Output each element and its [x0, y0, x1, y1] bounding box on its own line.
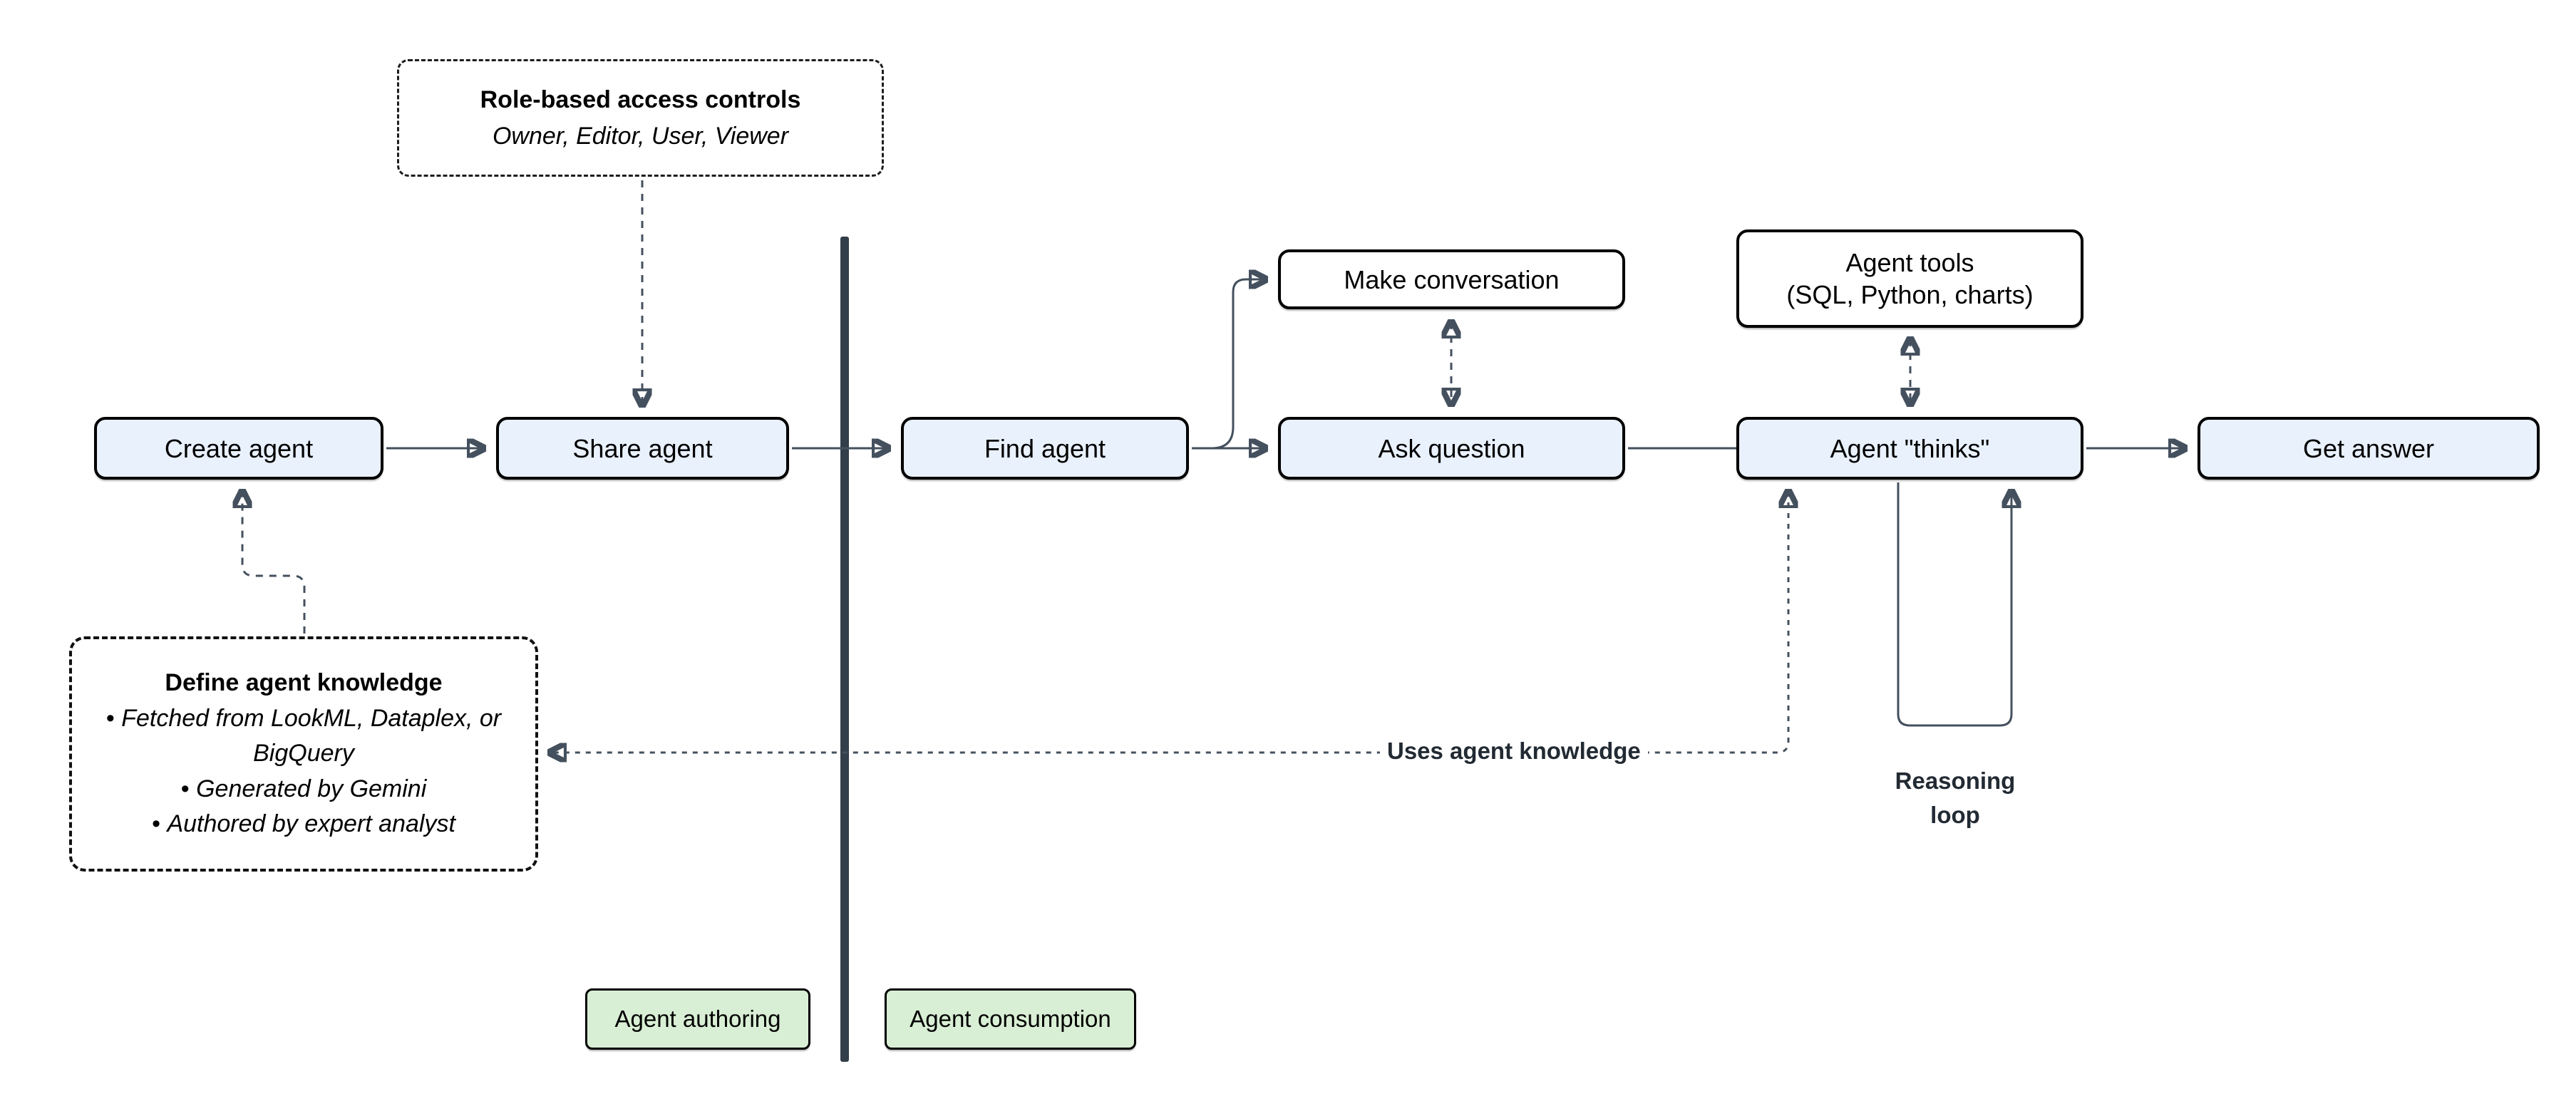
node-agent-tools: Agent tools (SQL, Python, charts) [1736, 229, 2083, 328]
node-get-answer-label: Get answer [2302, 433, 2435, 463]
zone-agent-consumption: Agent consumption [885, 988, 1136, 1050]
label-uses-agent-knowledge: Uses agent knowledge [1380, 735, 1648, 768]
callout-role-based-access: Role-based access controls Owner, Editor… [397, 59, 884, 177]
node-agent-tools-line1: Agent tools [1845, 248, 1974, 277]
zone-agent-authoring-label: Agent authoring [614, 1006, 781, 1032]
edge-find-to-make-conversation [1211, 279, 1265, 450]
knowledge-bullet-gemini: Generated by Gemini [181, 772, 426, 807]
node-find-agent: Find agent [901, 417, 1189, 480]
node-share-agent: Share agent [496, 417, 789, 480]
node-ask-question-label: Ask question [1378, 433, 1525, 463]
zone-agent-authoring: Agent authoring [585, 988, 810, 1050]
edge-uses-agent-knowledge [550, 492, 1788, 753]
node-find-agent-label: Find agent [984, 433, 1106, 463]
node-make-conversation: Make conversation [1278, 249, 1625, 309]
rbac-title: Role-based access controls [480, 86, 801, 113]
node-agent-thinks-label: Agent "thinks" [1830, 433, 1990, 463]
label-reasoning-loop: Reasoning loop [1895, 768, 2016, 828]
knowledge-bullet-analyst: Authored by expert analyst [152, 807, 455, 842]
edge-knowledge-to-create [242, 492, 306, 634]
node-agent-tools-line2: (SQL, Python, charts) [1786, 280, 2034, 309]
callout-define-agent-knowledge: Define agent knowledge Fetched from Look… [69, 636, 538, 872]
knowledge-title: Define agent knowledge [165, 668, 443, 696]
node-ask-question: Ask question [1278, 417, 1625, 480]
node-create-agent-label: Create agent [164, 433, 314, 463]
node-get-answer: Get answer [2198, 417, 2540, 480]
node-share-agent-label: Share agent [572, 433, 713, 463]
node-create-agent: Create agent [94, 417, 383, 480]
zone-agent-consumption-label: Agent consumption [910, 1006, 1111, 1032]
edge-reasoning-loop [1897, 482, 2011, 727]
rbac-roles: Owner, Editor, User, Viewer [492, 122, 789, 150]
knowledge-bullet-sources: Fetched from LookML, Dataplex, or BigQue… [92, 701, 515, 772]
node-agent-thinks: Agent "thinks" [1736, 417, 2083, 480]
node-make-conversation-label: Make conversation [1344, 264, 1560, 294]
